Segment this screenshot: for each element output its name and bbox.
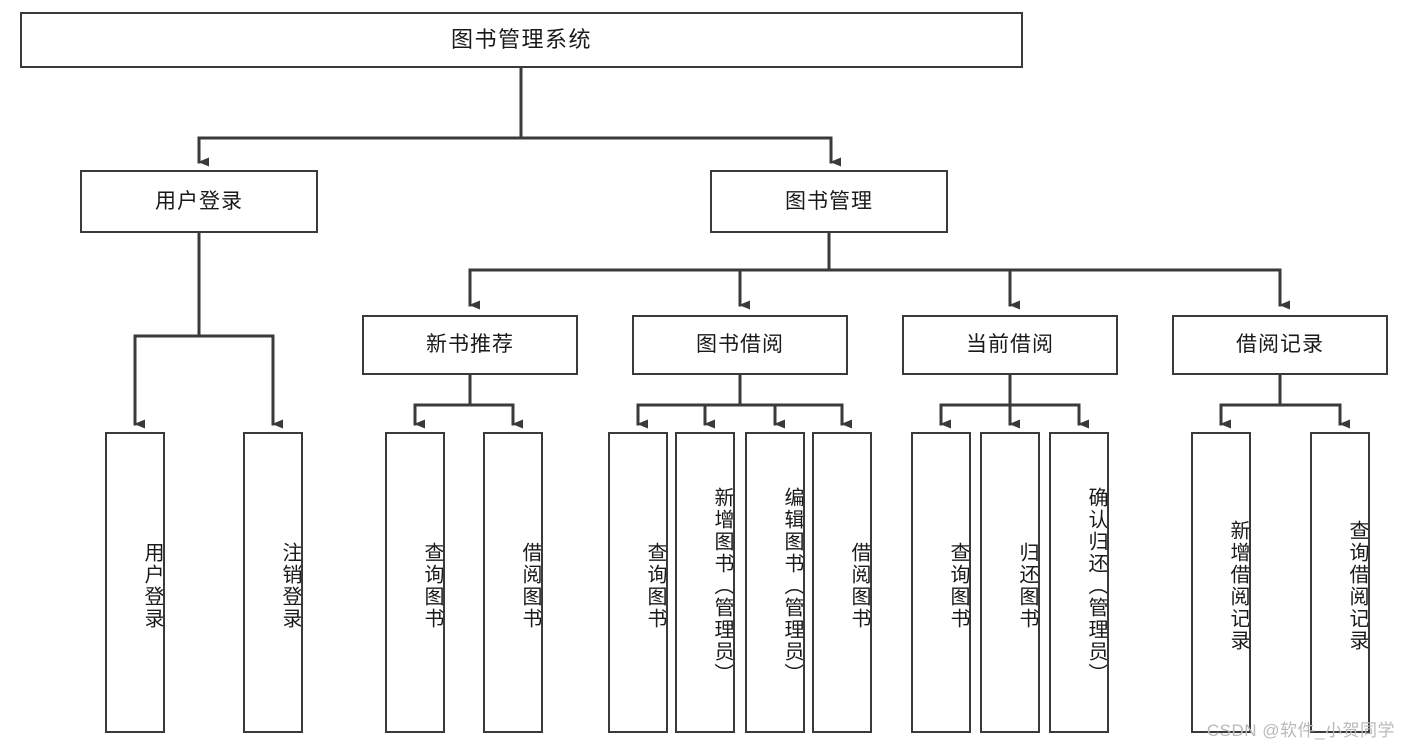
node-book-manage[interactable]: 图书管理 xyxy=(710,170,948,233)
node-current-borrow-label: 当前借阅 xyxy=(966,333,1054,357)
node-root-label: 图书管理系统 xyxy=(450,26,592,52)
watermark: CSDN @软件_小贺同学 xyxy=(1206,721,1395,740)
node-leaf-borrow-book-1-label: 借阅图书 xyxy=(519,541,541,630)
node-leaf-add-record-label: 新增借阅记录 xyxy=(1227,519,1249,652)
node-borrow-record[interactable]: 借阅记录 xyxy=(1172,315,1388,375)
node-leaf-query-book-2[interactable]: 查询图书 xyxy=(608,432,668,733)
node-leaf-logout-login[interactable]: 注销登录 xyxy=(243,432,303,733)
node-leaf-query-book-1-label: 查询图书 xyxy=(421,541,443,630)
node-leaf-add-book[interactable]: 新增图书（管理员） xyxy=(675,432,735,733)
node-leaf-query-book-1[interactable]: 查询图书 xyxy=(385,432,445,733)
node-new-book-recommend[interactable]: 新书推荐 xyxy=(362,315,578,375)
node-leaf-borrow-book-2-label: 借阅图书 xyxy=(848,541,870,630)
node-book-manage-label: 图书管理 xyxy=(785,189,873,213)
node-leaf-borrow-book-1[interactable]: 借阅图书 xyxy=(483,432,543,733)
node-new-book-recommend-label: 新书推荐 xyxy=(426,333,514,357)
node-leaf-query-record-label: 查询借阅记录 xyxy=(1346,519,1368,652)
node-leaf-borrow-book-2[interactable]: 借阅图书 xyxy=(812,432,872,733)
node-leaf-confirm-return-label: 确认归还（管理员） xyxy=(1085,486,1107,685)
node-borrow-record-label: 借阅记录 xyxy=(1236,333,1324,357)
node-leaf-query-book-3[interactable]: 查询图书 xyxy=(911,432,971,733)
node-user-login[interactable]: 用户登录 xyxy=(80,170,318,233)
node-book-borrow-label: 图书借阅 xyxy=(696,333,784,357)
node-leaf-user-login-label: 用户登录 xyxy=(141,541,163,630)
node-leaf-add-record[interactable]: 新增借阅记录 xyxy=(1191,432,1251,733)
node-root[interactable]: 图书管理系统 xyxy=(20,12,1023,68)
node-leaf-logout-login-label: 注销登录 xyxy=(279,541,301,630)
node-leaf-return-book-label: 归还图书 xyxy=(1016,541,1038,630)
node-leaf-add-book-label: 新增图书（管理员） xyxy=(711,486,733,685)
node-current-borrow[interactable]: 当前借阅 xyxy=(902,315,1118,375)
node-leaf-confirm-return[interactable]: 确认归还（管理员） xyxy=(1049,432,1109,733)
node-leaf-query-book-3-label: 查询图书 xyxy=(947,541,969,630)
node-leaf-return-book[interactable]: 归还图书 xyxy=(980,432,1040,733)
node-user-login-label: 用户登录 xyxy=(155,189,243,213)
node-leaf-edit-book-label: 编辑图书（管理员） xyxy=(781,486,803,685)
node-leaf-query-record[interactable]: 查询借阅记录 xyxy=(1310,432,1370,733)
node-leaf-query-book-2-label: 查询图书 xyxy=(644,541,666,630)
node-book-borrow[interactable]: 图书借阅 xyxy=(632,315,848,375)
node-leaf-user-login[interactable]: 用户登录 xyxy=(105,432,165,733)
node-leaf-edit-book[interactable]: 编辑图书（管理员） xyxy=(745,432,805,733)
